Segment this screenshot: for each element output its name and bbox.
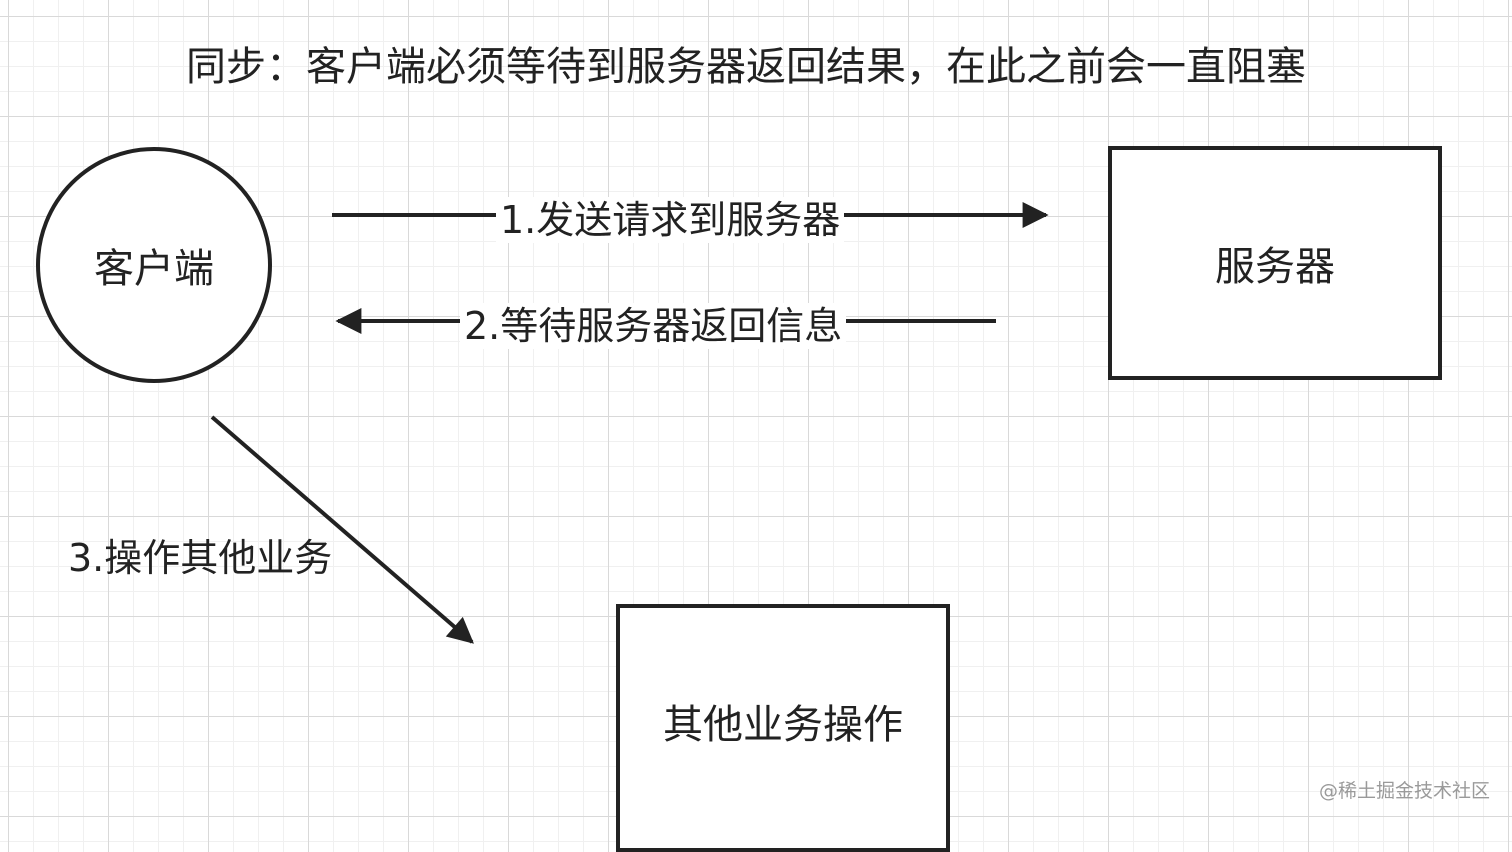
edge-label-request: 1.发送请求到服务器 (496, 197, 845, 243)
sync-diagram: 同步：客户端必须等待到服务器返回结果，在此之前会一直阻塞 客户端 服务器 其他业… (36, 44, 1490, 852)
server-label: 服务器 (1215, 244, 1335, 290)
edge-label-other-business: 3.操作其他业务 (68, 536, 333, 580)
diagram-title: 同步：客户端必须等待到服务器返回结果，在此之前会一直阻塞 (186, 44, 1306, 90)
client-label: 客户端 (94, 246, 214, 292)
watermark: @稀土掘金技术社区 (1318, 780, 1490, 802)
server-node: 服务器 (1108, 146, 1442, 380)
edge-label-response: 2.等待服务器返回信息 (460, 303, 847, 349)
arrow-other-business (210, 415, 474, 644)
client-node: 客户端 (36, 147, 272, 383)
other-business-node: 其他业务操作 (616, 604, 950, 852)
other-business-label: 其他业务操作 (663, 702, 903, 748)
